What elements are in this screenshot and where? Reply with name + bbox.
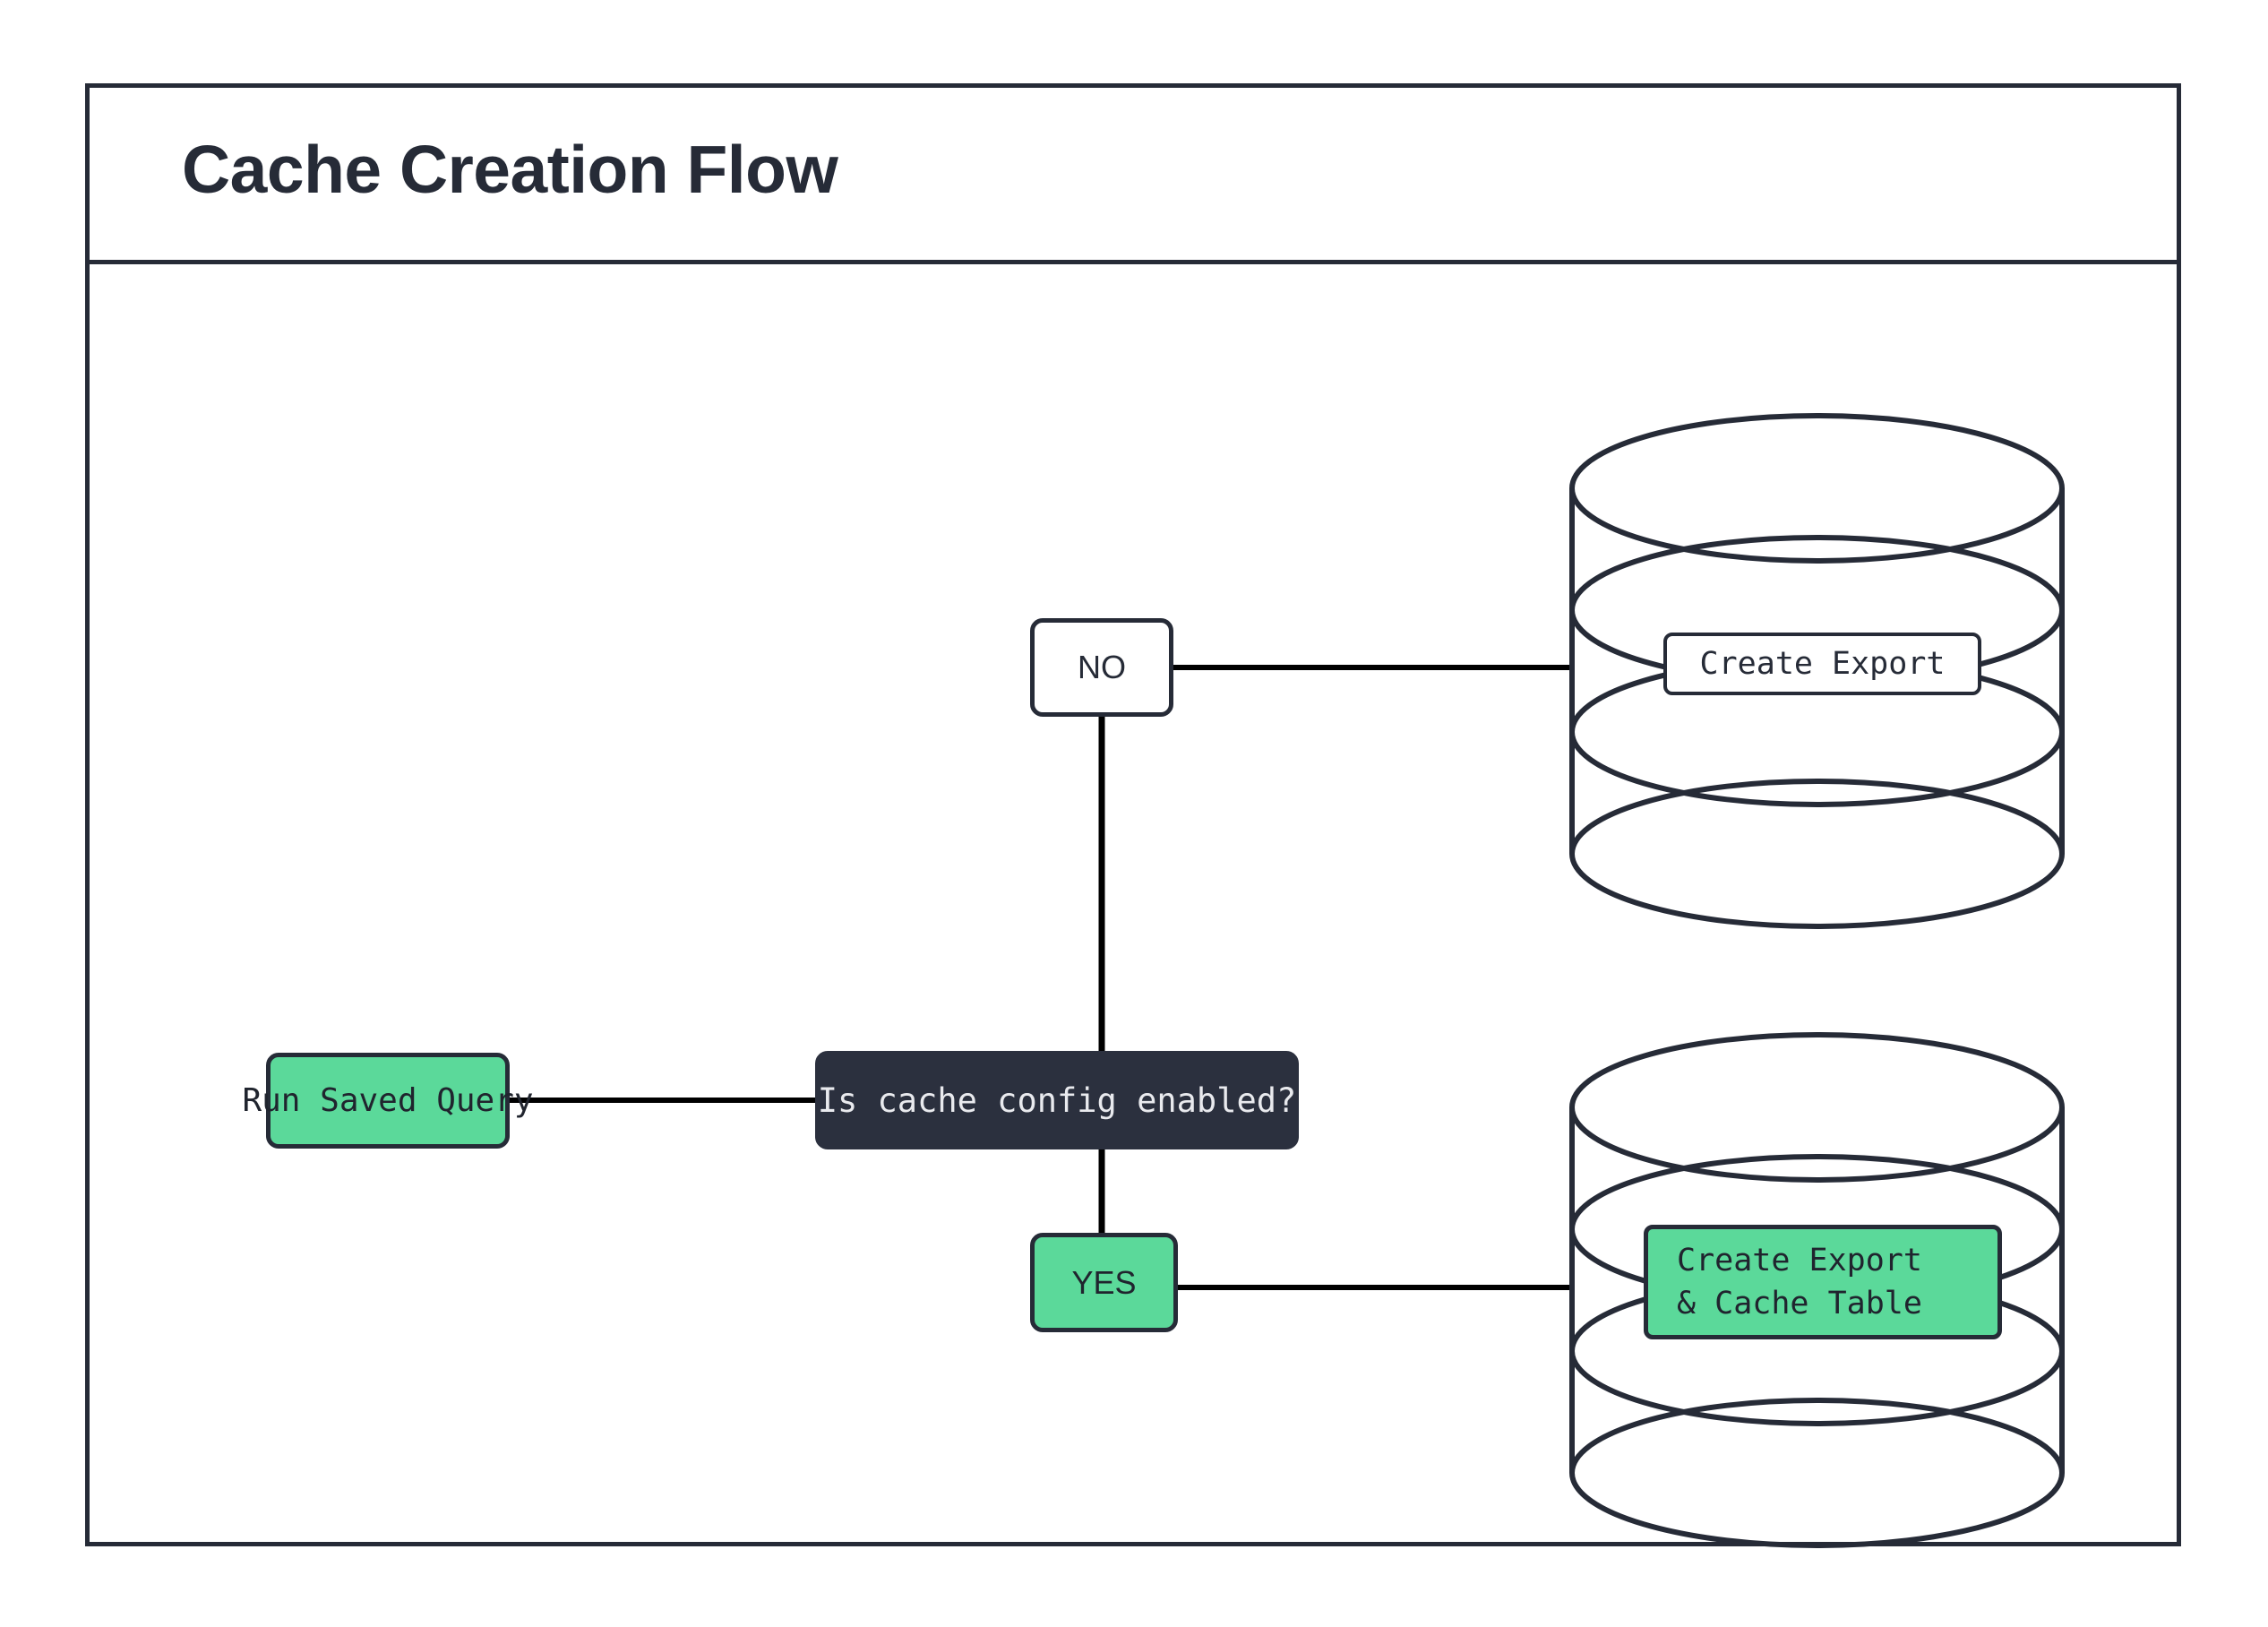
node-create-export-cache-table[interactable]: Create Export & Cache Table [1644, 1225, 2002, 1339]
diagram-frame: Cache Creation Flow [85, 83, 2181, 1548]
node-create-export[interactable]: Create Export [1663, 633, 1981, 695]
node-decision-label: Is cache config enabled? [817, 1080, 1297, 1120]
diagram-canvas: Run Saved Query Is cache config enabled?… [90, 264, 2177, 1548]
node-create-export-cache-table-line-2: & Cache Table [1677, 1286, 1922, 1321]
node-run-saved-query-label: Run Saved Query [242, 1082, 534, 1119]
diagram-header: Cache Creation Flow [90, 88, 2177, 264]
node-create-export-cache-table-line-1: Create Export [1677, 1243, 1922, 1278]
branch-label-yes-text: YES [1071, 1263, 1137, 1301]
database-cylinder-bottom [1569, 1032, 2065, 1548]
node-decision-cache-config[interactable]: Is cache config enabled? [815, 1051, 1299, 1149]
database-cylinder-top [1569, 413, 2065, 929]
node-create-export-label: Create Export [1699, 646, 1946, 682]
branch-label-yes[interactable]: YES [1030, 1233, 1178, 1332]
branch-label-no[interactable]: NO [1030, 618, 1173, 717]
page-title: Cache Creation Flow [182, 132, 838, 207]
node-run-saved-query[interactable]: Run Saved Query [242, 1053, 534, 1149]
diagram-vector-layer [510, 413, 2065, 1548]
branch-label-no-text: NO [1078, 649, 1126, 685]
